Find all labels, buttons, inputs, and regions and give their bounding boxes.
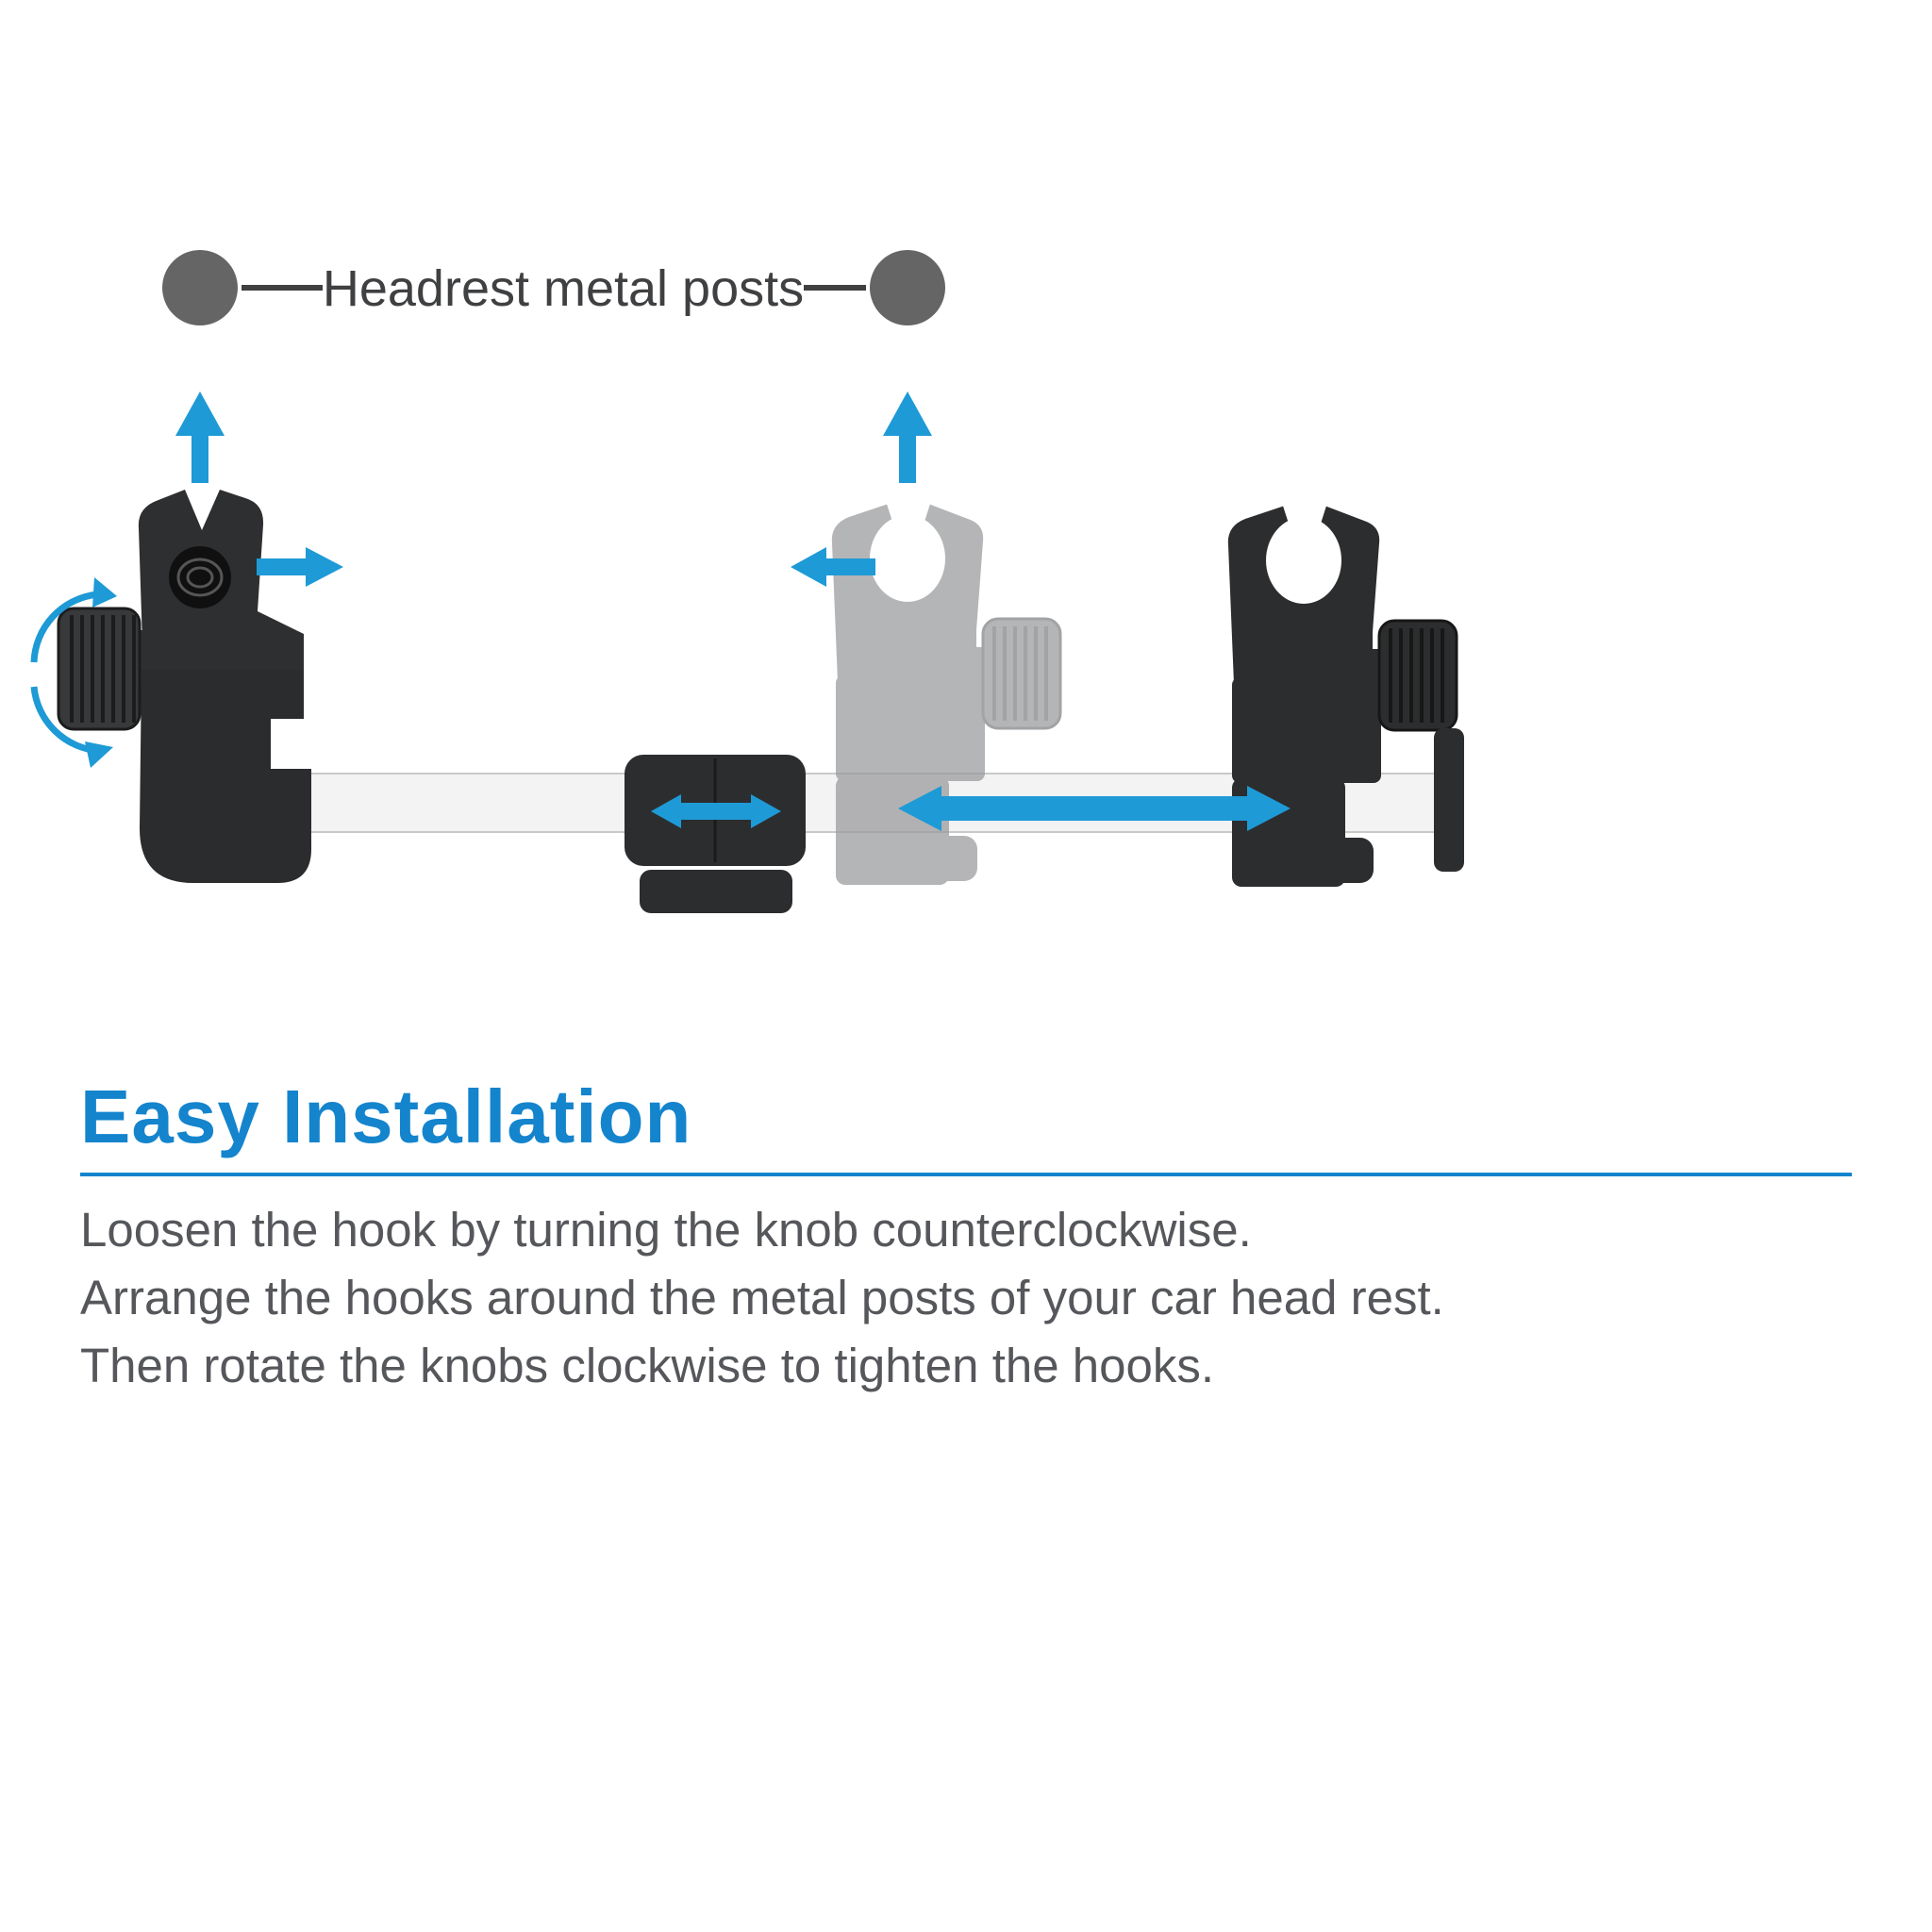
rotate-counterclockwise-icon (30, 577, 117, 768)
instruction-line: Then rotate the knobs clockwise to tight… (80, 1339, 1215, 1392)
right-arrow-icon (257, 547, 343, 587)
rotate-arc-top (30, 591, 99, 663)
thread-ring-inner (186, 566, 214, 589)
slider-clamp-lip (640, 870, 792, 913)
thread-ring-outer (176, 558, 224, 597)
headrest-post-left (162, 250, 238, 325)
knob-ridges (70, 615, 136, 723)
slider-clamp (625, 755, 806, 913)
headrest-posts-label: Headrest metal posts (323, 260, 804, 317)
instruction-line: Loosen the hook by turning the knob coun… (80, 1203, 1252, 1257)
instruction-line: Arrange the hooks around the metal posts… (80, 1271, 1444, 1324)
left-arrow-icon (791, 547, 875, 587)
hook-body (140, 670, 311, 883)
long-double-arrow-icon (898, 786, 1291, 831)
instructions-block: Loosen the hook by turning the knob coun… (80, 1196, 1778, 1400)
page-title: Easy Installation (80, 1074, 692, 1158)
up-arrow-left-icon (175, 391, 225, 483)
rod-end-cap (1434, 728, 1464, 872)
up-arrow-right-icon (883, 391, 932, 483)
installation-diagram: Headrest metal posts (30, 250, 1464, 913)
title-divider (80, 1173, 1852, 1176)
tightening-knob (57, 607, 142, 731)
threaded-hole (169, 546, 231, 608)
slide-double-arrow-icon (651, 794, 781, 828)
headrest-post-right (870, 250, 945, 325)
rotate-arrowhead-top (92, 577, 117, 608)
rotate-arrowhead-bottom (85, 741, 113, 768)
left-hook (57, 490, 311, 883)
